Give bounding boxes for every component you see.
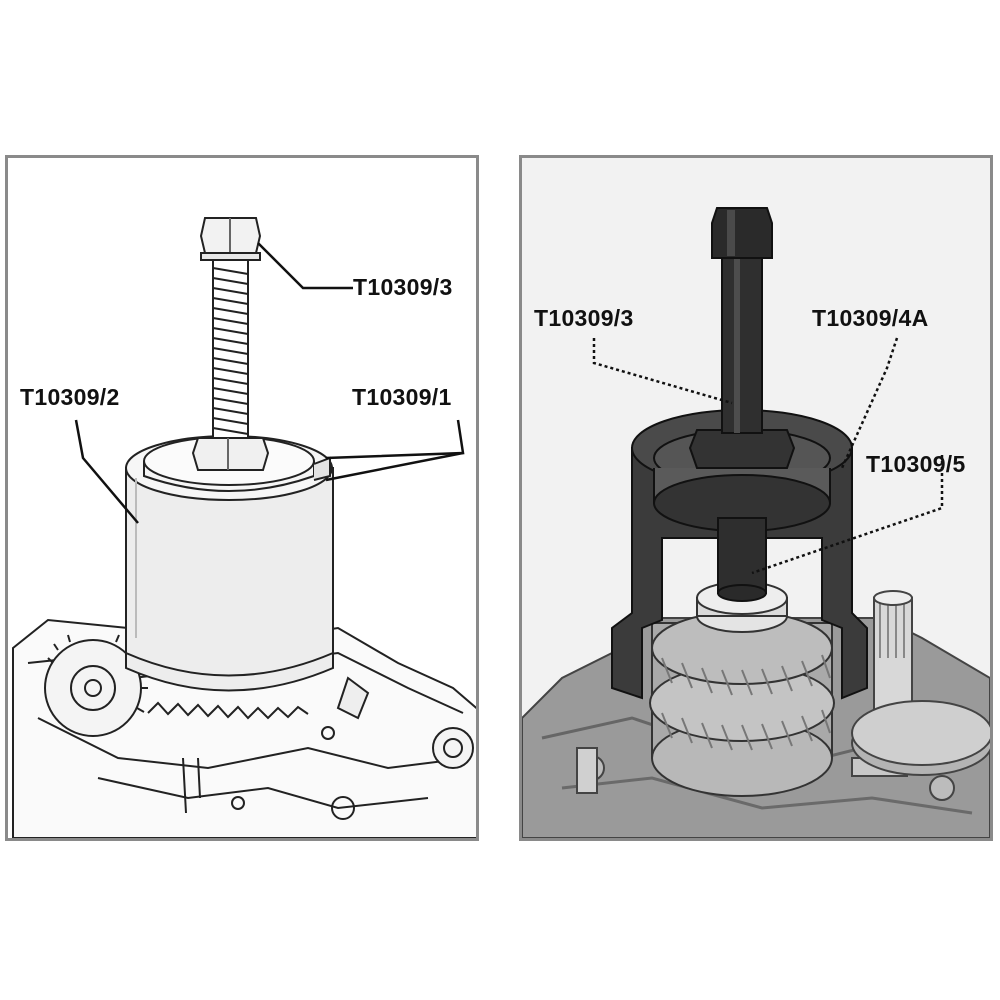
callout-bolt-right: T10309/3 <box>534 305 634 331</box>
right-leader-lines <box>592 337 944 575</box>
adapter-pin <box>717 517 767 594</box>
right-puller-photo <box>522 207 990 838</box>
left-leader-lines <box>74 242 465 524</box>
bolt-shaft-dark <box>721 252 763 434</box>
bolt-head-dark <box>711 207 773 259</box>
right-illustration-panel: T10309/3 T10309/4A T10309/5 <box>519 155 993 841</box>
sleeve-body <box>125 467 334 692</box>
bolt-nut-dark <box>688 429 796 469</box>
left-illustration-panel: T10309/3 T10309/2 T10309/1 <box>5 155 479 841</box>
bolt-nut <box>191 437 270 471</box>
callout-adapter-right: T10309/5 <box>866 451 966 477</box>
callout-bolt-left: T10309/3 <box>353 274 453 300</box>
left-puller-drawing <box>12 217 476 838</box>
callout-plate-left: T10309/1 <box>352 384 452 410</box>
callout-sleeve-left: T10309/2 <box>20 384 120 410</box>
callout-sleeve-right: T10309/4A <box>812 305 929 331</box>
